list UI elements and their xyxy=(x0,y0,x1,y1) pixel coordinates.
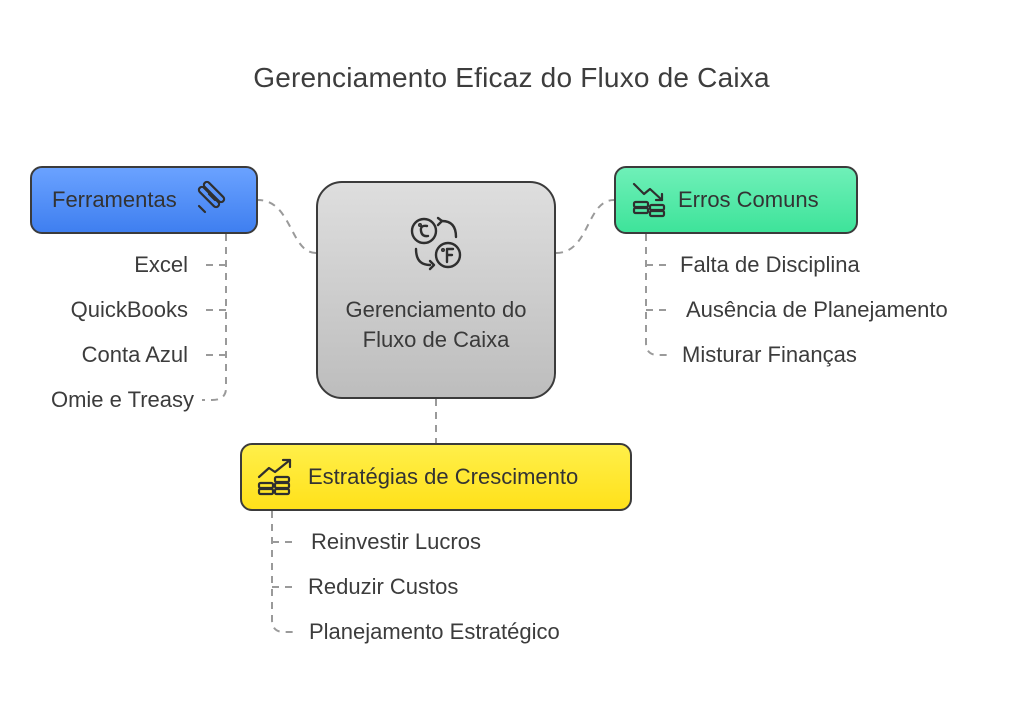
strategies-node: Estratégias de Crescimento xyxy=(240,443,632,511)
strategies-label: Estratégias de Crescimento xyxy=(308,464,579,489)
connector-strategies-trunk xyxy=(271,511,294,633)
central-topic-label: Gerenciamento do Fluxo de Caixa xyxy=(345,297,527,352)
strategies-item-reinvestir-lucros: Reinvestir Lucros xyxy=(311,529,481,554)
errors-item-misturar-financas: Misturar Finanças xyxy=(682,342,857,367)
tools-icon xyxy=(191,180,231,220)
tools-item-conta-azul: Conta Azul xyxy=(81,342,188,367)
connector-errors-trunk xyxy=(645,234,668,356)
strategies-item-planejamento-estrategico: Planejamento Estratégico xyxy=(309,619,560,644)
diagram-title: Gerenciamento Eficaz do Fluxo de Caixa xyxy=(253,62,770,93)
connector-center-errors xyxy=(555,199,615,254)
tools-item-quickbooks: QuickBooks xyxy=(70,297,188,322)
errors-node: Erros Comuns xyxy=(614,166,858,234)
currency-exchange-icon xyxy=(404,211,468,281)
tools-item-excel: Excel xyxy=(134,252,188,277)
growing-money-icon xyxy=(256,457,296,497)
declining-money-icon xyxy=(630,180,670,220)
strategies-item-reduzir-custos: Reduzir Custos xyxy=(308,574,459,599)
tools-item-omie-treasy: Omie e Treasy xyxy=(50,387,194,412)
connector-center-tools xyxy=(257,199,317,254)
central-topic-node: Gerenciamento do Fluxo de Caixa xyxy=(316,181,556,399)
tools-node: Ferramentas xyxy=(30,166,258,234)
errors-item-ausencia-planejamento: Ausência de Planejamento xyxy=(686,297,948,322)
tools-label: Ferramentas xyxy=(52,187,177,212)
errors-item-falta-disciplina: Falta de Disciplina xyxy=(680,252,860,277)
errors-label: Erros Comuns xyxy=(678,187,819,212)
connector-tools-trunk xyxy=(202,234,227,401)
